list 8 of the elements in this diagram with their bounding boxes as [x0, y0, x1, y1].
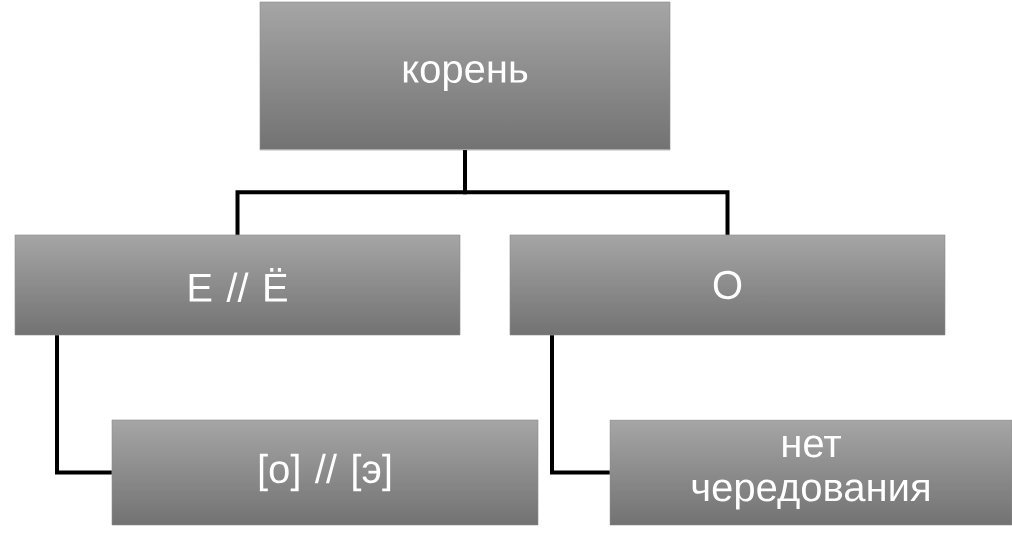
label-box: [о] // [э]	[111, 419, 539, 526]
connector-line	[550, 335, 610, 475]
connector-line	[463, 150, 730, 235]
label-box: Е // Ё	[14, 234, 461, 336]
label-box: нет чередования	[609, 419, 1012, 526]
label-box: О	[509, 234, 946, 336]
connector-line	[55, 335, 112, 475]
label-box: корень	[259, 1, 671, 151]
